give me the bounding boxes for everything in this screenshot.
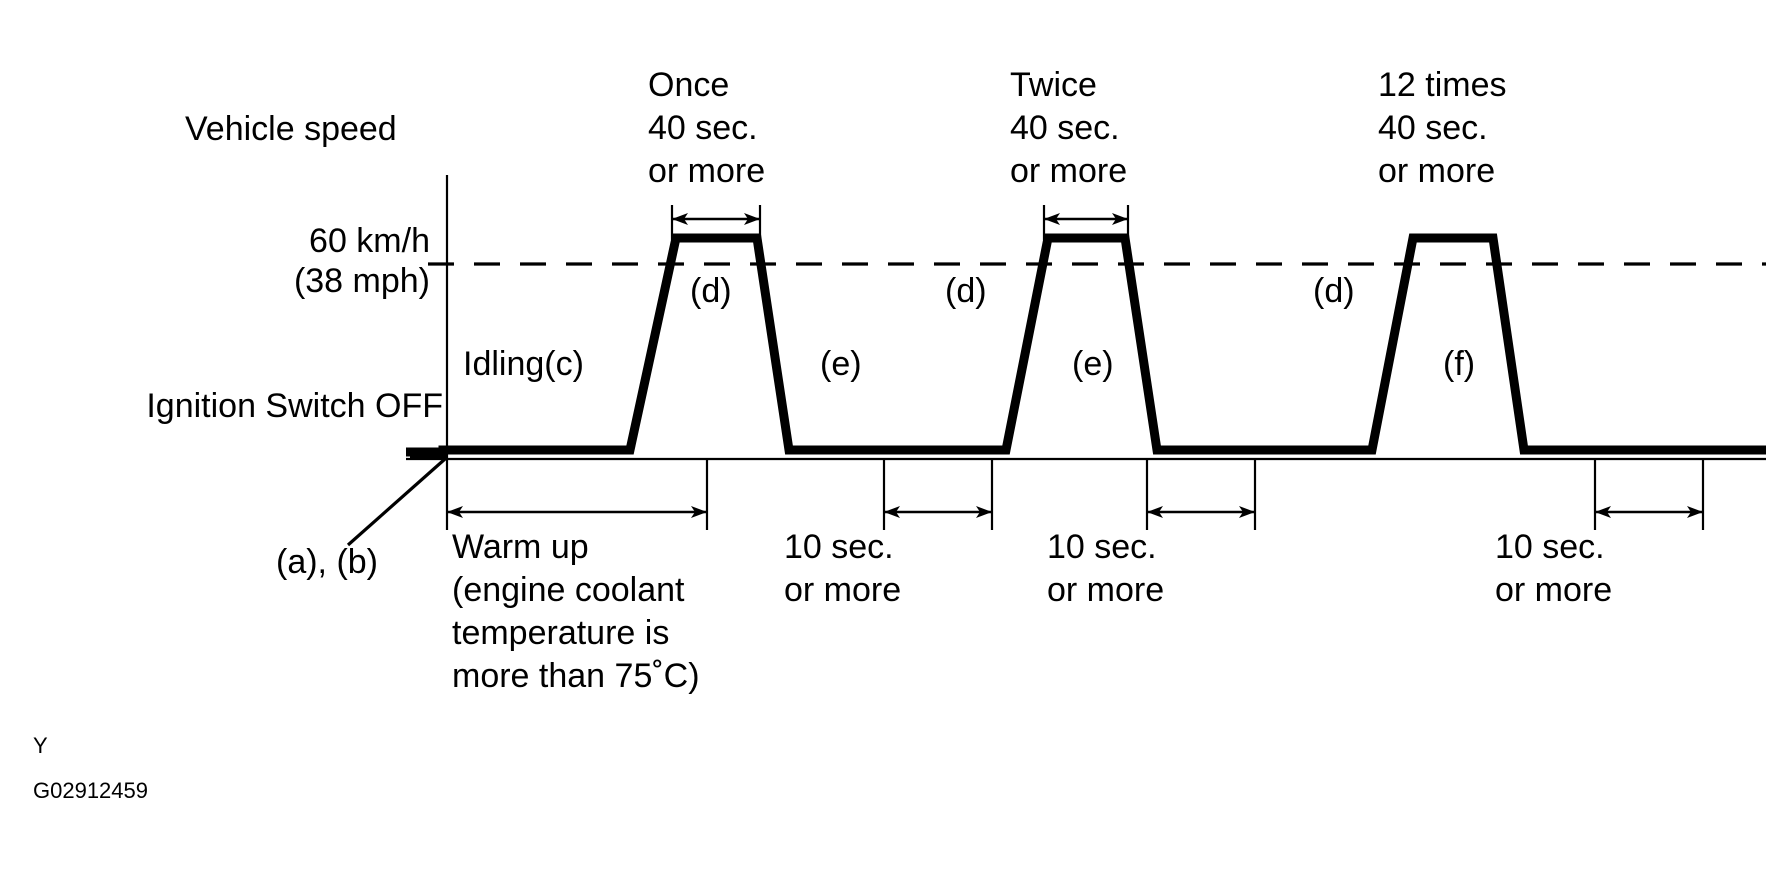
cycle-2-duration-label: 40 sec. [1010,109,1120,147]
low-2-duration-label: 10 sec. [1047,528,1157,566]
label-idling-c: Idling(c) [463,345,584,383]
low-1-qualifier-label: or more [784,571,901,609]
segment-label-f: (f) [1443,345,1475,383]
drawing-code: G02912459 [33,778,148,803]
drawing-mark: Y [33,733,48,758]
warmup-text-line1: Warm up [452,528,589,566]
cycle-1-count-label: Once [648,66,729,104]
cycle-2-count-label: Twice [1010,66,1097,104]
leader-line-a-b [346,457,447,547]
segment-label-d-1: (d) [690,272,732,310]
cycle-3-qualifier-label: or more [1378,152,1495,190]
low-3-duration-label: 10 sec. [1495,528,1605,566]
warmup-text-line3: temperature is [452,614,669,652]
cycle-2-qualifier-label: or more [1010,152,1127,190]
warmup-text-line4: more than 75˚C) [452,657,700,695]
y-axis-title: Vehicle speed [185,110,397,148]
cycle-1-duration-label: 40 sec. [648,109,758,147]
segment-label-d-3: (d) [1313,272,1355,310]
speed-threshold-label-line1: 60 km/h [309,222,430,260]
cycle-3-count-label: 12 times [1378,66,1507,104]
baseline-label-ignition-switch-off: Ignition Switch OFF [146,387,443,425]
warmup-text-line2: (engine coolant [452,571,685,609]
low-1-duration-label: 10 sec. [784,528,894,566]
cycle-3-duration-label: 40 sec. [1378,109,1488,147]
segment-label-d-2: (d) [945,272,987,310]
cycle-1-qualifier-label: or more [648,152,765,190]
label-a-b: (a), (b) [276,543,378,581]
vehicle-speed-waveform [406,233,1766,457]
low-3-qualifier-label: or more [1495,571,1612,609]
segment-label-e-2: (e) [1072,345,1114,383]
speed-threshold-label-line2: (38 mph) [294,262,430,300]
segment-label-e-1: (e) [820,345,862,383]
low-2-qualifier-label: or more [1047,571,1164,609]
